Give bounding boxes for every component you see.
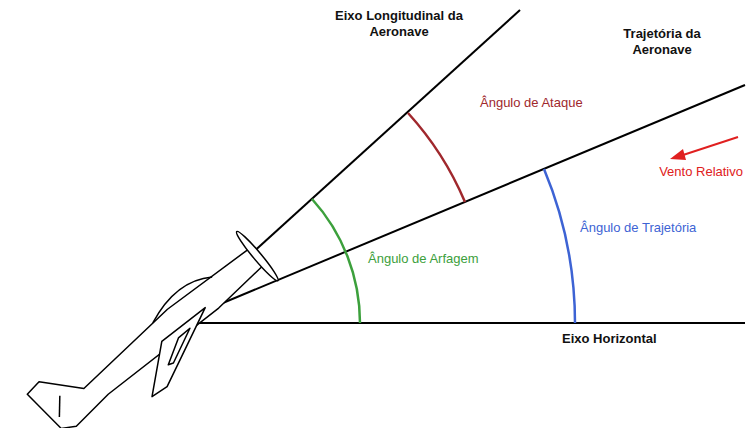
attack-arc [408,113,465,202]
path-arc [544,169,575,323]
angle-label: Ângulo de Arfagem [366,251,481,267]
path-label: Trajetória da Aeronave [604,26,720,58]
axis-label: Eixo Horizontal [560,331,659,347]
flight-path [175,85,745,323]
wind-label: Vento Relativo [657,164,745,180]
horizontal-axis [175,322,745,324]
angle-label: Ângulo de Ataque [478,95,585,111]
axis-label: Eixo Longitudinal da Aeronave [333,8,465,40]
wind-arrow [670,137,738,160]
angle-label: Ângulo de Trajetória [578,220,698,236]
aircraft [26,220,287,428]
pitch-arc [312,199,360,323]
